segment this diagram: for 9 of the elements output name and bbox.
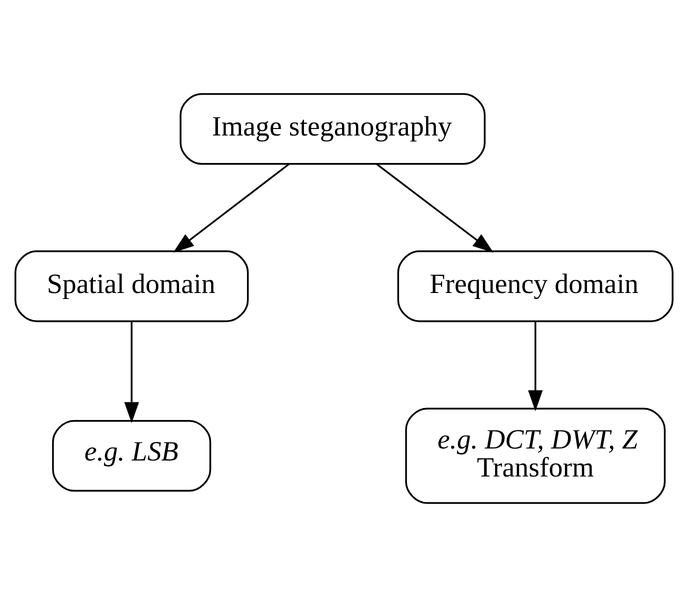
- node-box: e.g. LSB: [52, 419, 212, 492]
- arrow: [173, 162, 290, 252]
- arrow: [528, 321, 543, 411]
- arrow: [376, 162, 494, 252]
- node-box: Frequency domain: [397, 250, 674, 322]
- node-box: Spatial domain: [14, 250, 249, 322]
- node-box: Image steganography: [180, 92, 486, 164]
- node-box: e.g. DCT, DWT, Z Transform: [405, 407, 666, 504]
- arrow: [124, 321, 139, 423]
